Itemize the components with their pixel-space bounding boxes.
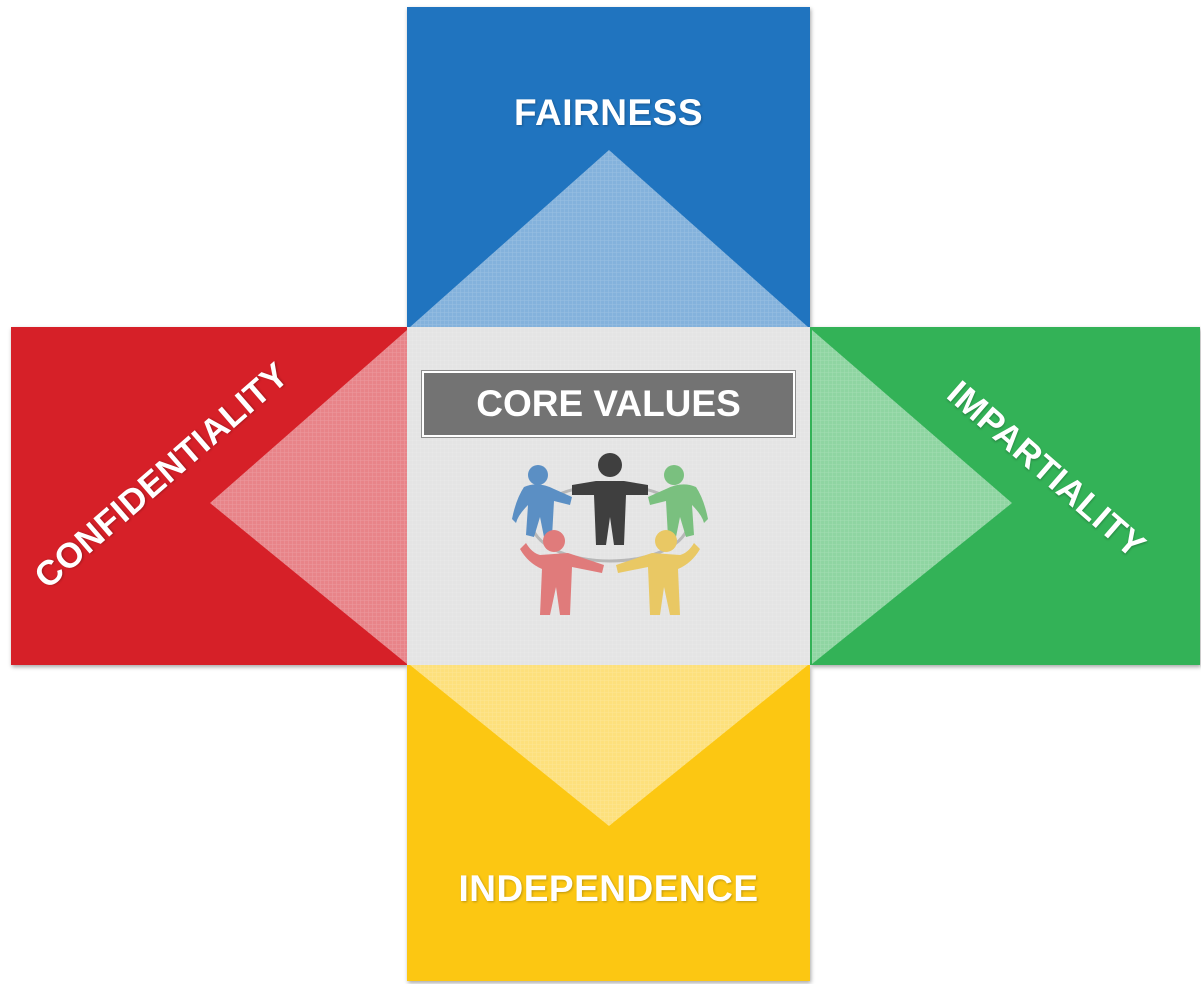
confidentiality-arm: [11, 327, 407, 665]
impartiality-arm: [810, 327, 1200, 665]
blue-figure-icon: [512, 465, 572, 537]
fairness-label: FAIRNESS: [513, 92, 704, 133]
dark-figure-icon: [572, 453, 648, 545]
fairness-arm: [407, 7, 810, 327]
independence-label: INDEPENDENCE: [458, 868, 759, 909]
red-figure-icon: [520, 530, 604, 615]
core-values-banner: CORE VALUES: [421, 370, 796, 438]
independence-arm: [407, 665, 810, 981]
yellow-figure-icon: [616, 530, 700, 615]
people-circle-icon: [512, 453, 708, 615]
green-figure-icon: [648, 465, 708, 537]
core-values-title: CORE VALUES: [476, 383, 741, 424]
